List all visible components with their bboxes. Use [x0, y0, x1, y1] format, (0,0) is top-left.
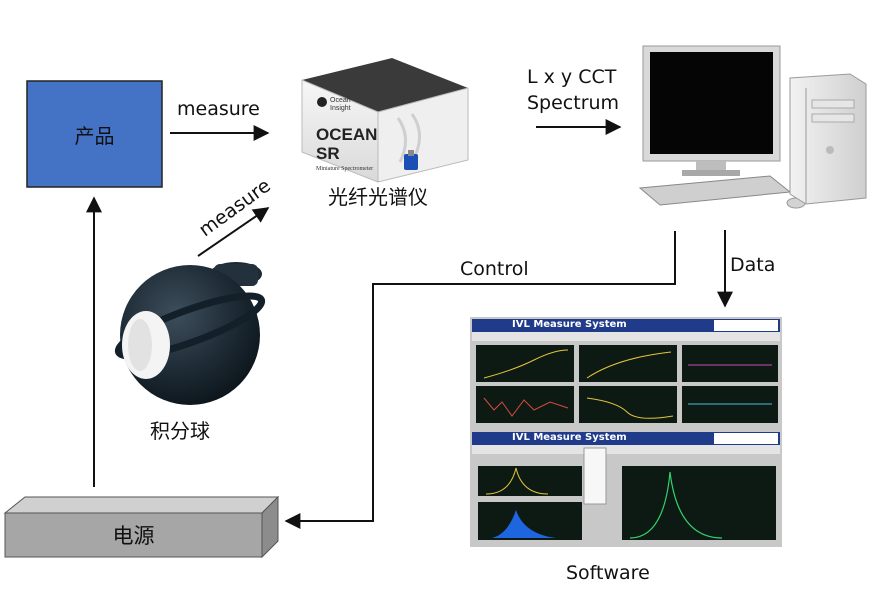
- power-supply-box: [3, 495, 280, 559]
- edge-label-pc-output-line2: Spectrum: [527, 92, 620, 114]
- software-top-window-title: IVL Measure System: [512, 319, 627, 330]
- software-bottom-window-title: IVL Measure System: [512, 432, 627, 443]
- edge-label-control: Control: [460, 258, 529, 280]
- bottom-window-plots: [478, 447, 776, 540]
- edge-label-data: Data: [730, 254, 776, 276]
- spectrometer-device: [301, 58, 469, 183]
- software-screenshot: [470, 317, 782, 547]
- computer: [638, 45, 867, 209]
- spectrometer-subtitle: Miniature Spectrometer: [316, 166, 374, 172]
- sphere-caption: 积分球: [150, 419, 210, 443]
- integrating-sphere: [114, 262, 266, 405]
- spectrometer-model-line1: OCEAN: [316, 125, 378, 144]
- product-box: [26, 80, 163, 188]
- spectrometer-caption: 光纤光谱仪: [328, 185, 428, 209]
- spectrometer-brand-line1: Ocean: [330, 97, 351, 104]
- product-label: 产品: [74, 123, 115, 148]
- power-label: 电源: [112, 524, 155, 548]
- edge-label-pc-output-line1: L x y CCT: [527, 66, 617, 88]
- arrow-sphere-to-spectrometer: [197, 207, 270, 257]
- spectrometer-brand-line2: Insight: [330, 105, 351, 112]
- edge-label-measure-top: measure: [177, 98, 260, 120]
- software-caption: Software: [566, 562, 650, 584]
- arrow-pc-control-to-power: [284, 231, 676, 529]
- spectrometer-model-line2: SR: [316, 144, 340, 163]
- top-window-plots: [476, 345, 778, 423]
